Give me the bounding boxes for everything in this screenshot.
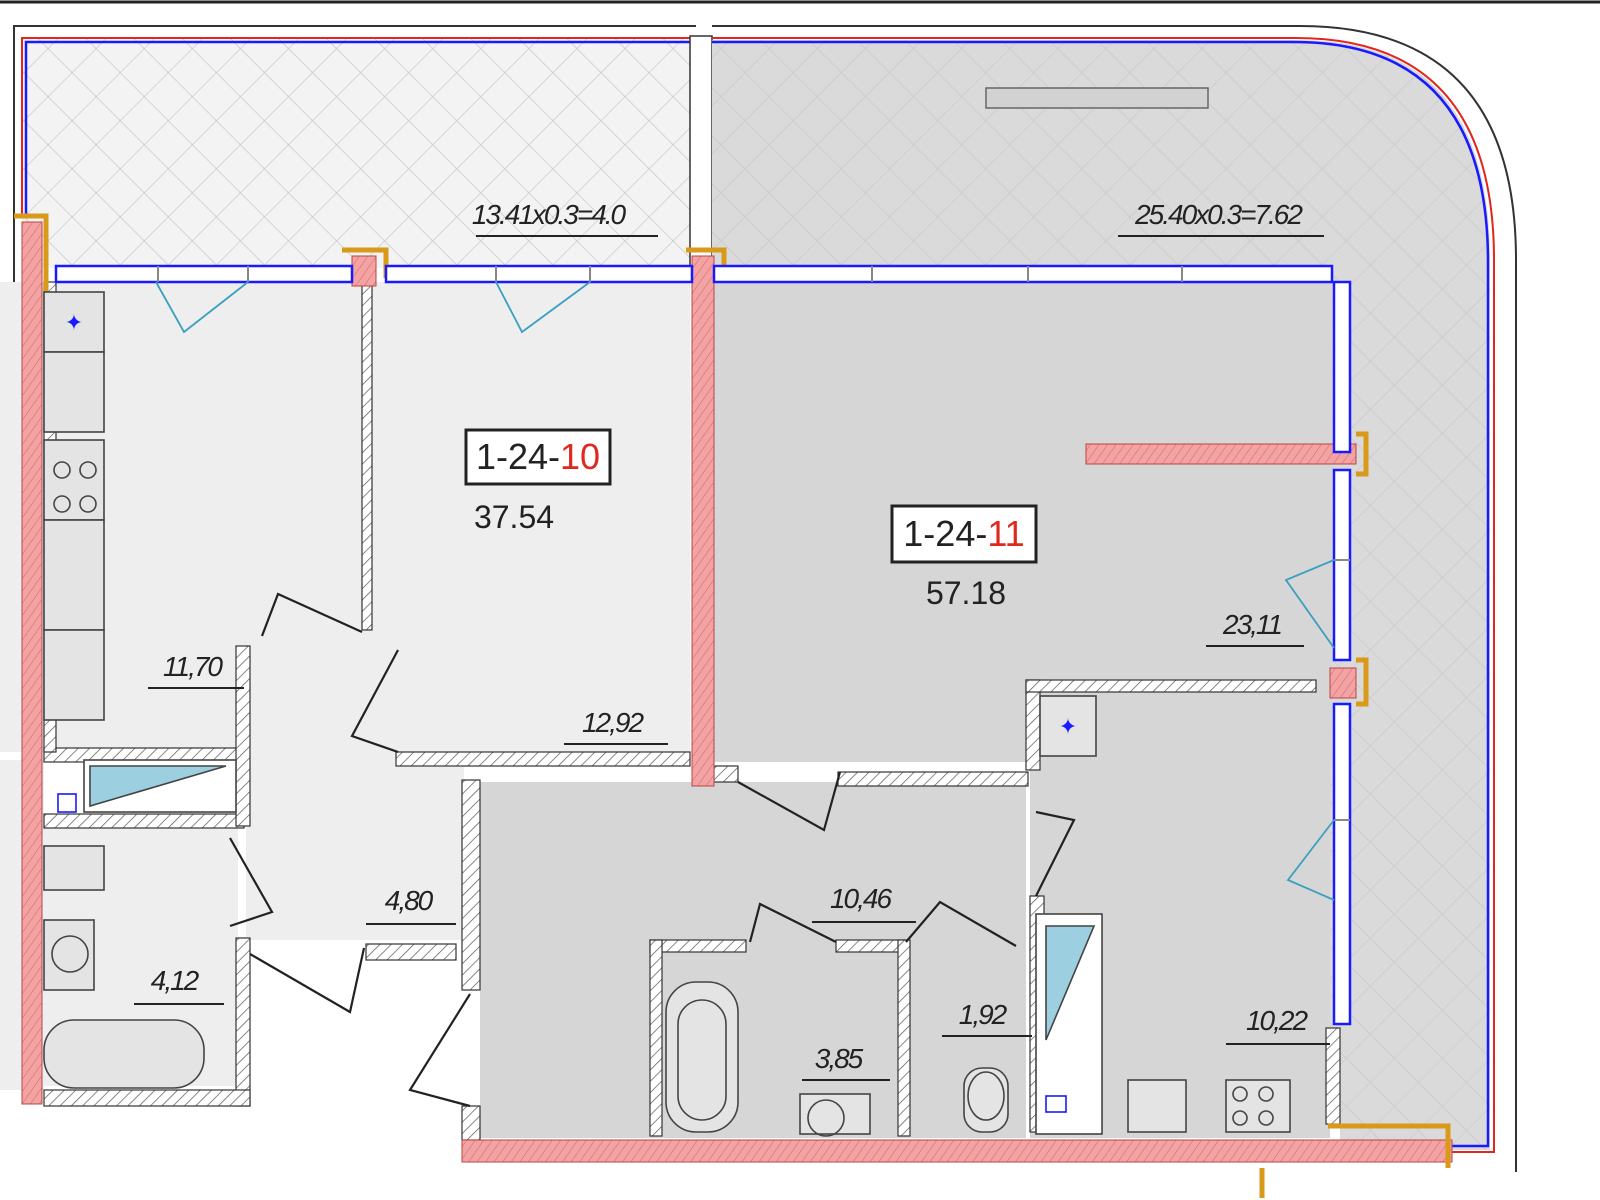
window-mullions: [157, 266, 1350, 821]
svg-text:1-24-10: 1-24-10: [476, 436, 600, 477]
bathtub-right: [665, 981, 739, 1133]
room-area-label: 10,22: [1246, 1005, 1308, 1036]
room-area-label: 4,12: [151, 965, 200, 996]
bathtub-left: [43, 1019, 205, 1089]
room-area-label: 23,11: [1222, 609, 1281, 640]
balcony-left-formula: 13.41x0.3=4.0: [472, 199, 627, 230]
toilet-right: [963, 1067, 1009, 1133]
room-area-label: 11,70: [163, 651, 223, 682]
toilet-left: [43, 845, 105, 891]
balcony-labels: 13.41x0.3=4.0 25.40x0.3=7.62: [472, 199, 1324, 237]
room-area-label: 1,92: [959, 999, 1008, 1030]
washbasin-right: [799, 1093, 871, 1135]
apartment-10-total-area: 37.54: [474, 499, 554, 535]
svg-text:✦: ✦: [1059, 714, 1077, 739]
ventilation-shaft-right: [1039, 695, 1097, 757]
windows: [54, 264, 1352, 1026]
room-area-label: 4,80: [385, 885, 434, 916]
apartment-11-code-number: 11: [987, 513, 1024, 554]
apartment-10-tag: 1-24-10 37.54: [464, 428, 612, 535]
sink-left: [43, 629, 105, 721]
svg-text:1-24-11: 1-24-11: [903, 513, 1024, 554]
apartment-11-total-area: 57.18: [926, 575, 1006, 611]
apartment-11-tag: 1-24-11 57.18: [890, 504, 1038, 611]
sink-right: [1127, 1079, 1187, 1133]
room-labels: 11,70 12,92 4,80 4,12 23,11 10,46 3,85 1…: [134, 609, 1330, 1081]
apartment-10-code-number: 10: [560, 436, 600, 477]
fixture-details: [51, 461, 1274, 1137]
doors: [229, 592, 1076, 1108]
room-hall-11: [480, 782, 1026, 1138]
apartment-10-code-prefix: 1-24-: [476, 436, 560, 477]
balcony-divider: [689, 35, 713, 269]
svg-text:✦: ✦: [65, 310, 83, 335]
apartment-11-code-prefix: 1-24-: [903, 513, 987, 554]
balcony-right-formula: 25.40x0.3=7.62: [1134, 199, 1303, 230]
ventilation-markers: ✦ ✦: [65, 310, 1077, 739]
room-area-label: 3,85: [815, 1043, 864, 1074]
bearing-walls: [21, 221, 1453, 1163]
room-area-label: 12,92: [582, 707, 644, 738]
balcony-left: [13, 25, 696, 330]
room-area-label: 10,46: [830, 883, 892, 914]
room-hall-10: [246, 640, 464, 940]
window-swings: [155, 281, 1335, 901]
